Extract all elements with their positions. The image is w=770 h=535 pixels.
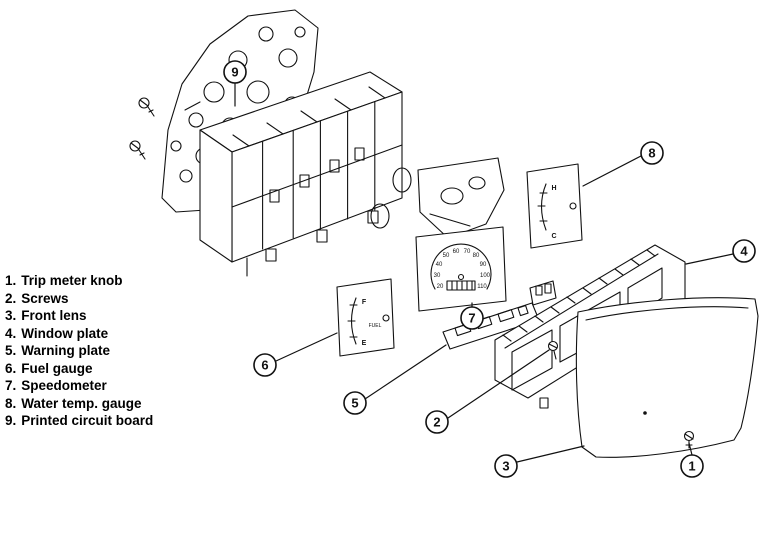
callout-5: 5 bbox=[343, 391, 367, 415]
legend-item-number: 7. bbox=[5, 378, 17, 393]
legend-item-label: Fuel gauge bbox=[21, 360, 93, 376]
legend-item: 2.Screws bbox=[5, 290, 153, 308]
callout-9-number: 9 bbox=[231, 65, 238, 80]
legend-item: 1. Trip meter knob bbox=[5, 272, 153, 290]
fuel-gauge-e-label: E bbox=[362, 340, 367, 347]
parts-legend: 1.Trip meter knob 2.Screws 3.Front lens … bbox=[5, 272, 153, 430]
legend-item-label: Screws bbox=[21, 290, 69, 306]
callout-6-number: 6 bbox=[261, 358, 268, 373]
callout-3: 3 bbox=[494, 454, 518, 478]
legend-item: 3. Front lens bbox=[5, 307, 153, 325]
temp-gauge-c-label: C bbox=[551, 233, 556, 240]
legend-item-number: 1. bbox=[5, 273, 17, 288]
fuel-gauge: F E FUEL bbox=[336, 278, 395, 357]
speedo-scale-label: 40 bbox=[436, 262, 443, 268]
legend-item-label: Front lens bbox=[21, 308, 87, 323]
legend-item-label: Warning plate bbox=[21, 343, 111, 358]
legend-item-label: Water temp. gauge bbox=[21, 395, 142, 411]
legend-item: 6.Fuel gauge bbox=[5, 360, 153, 378]
legend-item: 7. Speedometer bbox=[5, 377, 153, 395]
speedo-scale-label: 20 bbox=[437, 284, 444, 290]
legend-item: 8.Water temp. gauge bbox=[5, 395, 153, 413]
legend-item-number: 5. bbox=[5, 343, 17, 358]
legend-item-label: Printed circuit board bbox=[21, 413, 154, 428]
callout-7: 7 bbox=[460, 306, 484, 330]
speedo-scale-label: 70 bbox=[464, 249, 471, 255]
callout-3-number: 3 bbox=[502, 459, 509, 474]
callout-8-number: 8 bbox=[648, 146, 655, 161]
screw bbox=[547, 340, 559, 360]
callout-1: 1 bbox=[680, 454, 704, 478]
legend-item-number: 6. bbox=[5, 360, 17, 376]
legend-item: 4.Window plate bbox=[5, 325, 153, 343]
legend-item-number: 4. bbox=[5, 325, 17, 341]
leader-lines bbox=[234, 82, 734, 463]
speedo-scale-label: 30 bbox=[434, 273, 441, 279]
trip-meter-knob bbox=[683, 430, 695, 449]
legend-item-label: Trip meter knob bbox=[21, 273, 123, 288]
legend-item-label: Window plate bbox=[21, 325, 109, 341]
callout-2-number: 2 bbox=[433, 415, 440, 430]
screw bbox=[138, 97, 155, 117]
callout-7-number: 7 bbox=[468, 311, 475, 326]
callout-5-number: 5 bbox=[351, 396, 358, 411]
fuel-gauge-f-label: F bbox=[362, 299, 367, 306]
case-lower-cover bbox=[417, 157, 505, 239]
legend-item-label: Speedometer bbox=[21, 378, 107, 393]
temp-gauge-h-label: H bbox=[551, 185, 556, 192]
indicator-window-bracket bbox=[529, 280, 557, 306]
cluster-housing bbox=[199, 71, 412, 277]
speedo-scale-label: 80 bbox=[473, 253, 480, 259]
speedometer: 20 30 40 50 60 70 80 90 100 110 bbox=[415, 226, 507, 312]
fuel-gauge-fuel-label: FUEL bbox=[369, 323, 382, 329]
speedo-scale-label: 100 bbox=[480, 273, 491, 279]
screw bbox=[129, 140, 146, 160]
callout-8: 8 bbox=[640, 141, 664, 165]
speedo-scale-label: 50 bbox=[443, 253, 450, 259]
callout-4: 4 bbox=[732, 239, 756, 263]
front-lens bbox=[575, 297, 759, 458]
speedo-scale-label: 110 bbox=[477, 284, 487, 290]
callout-4-number: 4 bbox=[740, 244, 748, 259]
legend-item-number: 9. bbox=[5, 413, 17, 428]
legend-item: 5. Warning plate bbox=[5, 342, 153, 360]
legend-item-number: 3. bbox=[5, 308, 17, 323]
speedo-scale-label: 90 bbox=[480, 262, 487, 268]
callout-6: 6 bbox=[253, 353, 277, 377]
callout-2: 2 bbox=[425, 410, 449, 434]
water-temp-gauge: H C bbox=[526, 163, 583, 249]
legend-item: 9. Printed circuit board bbox=[5, 412, 153, 430]
callout-1-number: 1 bbox=[688, 459, 695, 474]
callout-9: 9 bbox=[223, 60, 247, 84]
legend-item-number: 8. bbox=[5, 395, 17, 411]
odometer bbox=[446, 280, 476, 291]
speedo-scale-label: 60 bbox=[453, 249, 460, 255]
legend-item-number: 2. bbox=[5, 290, 17, 306]
